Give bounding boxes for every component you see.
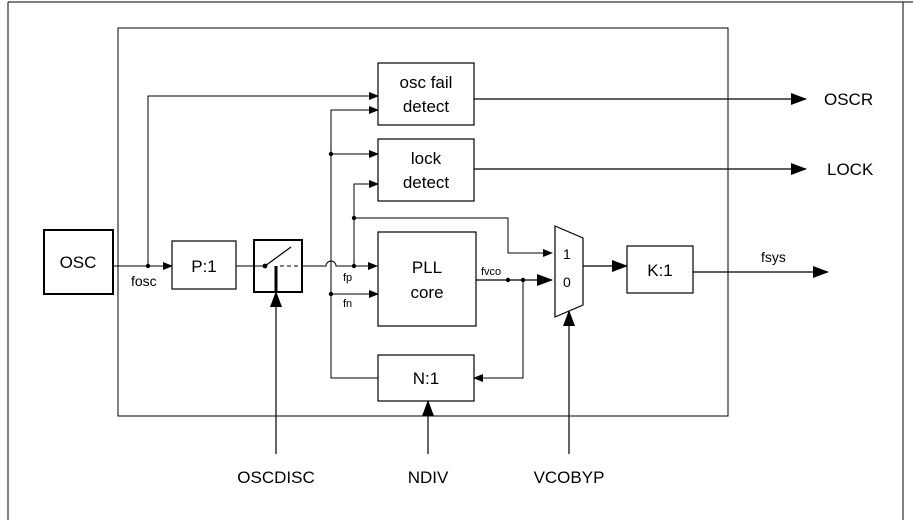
osc-fail-detect-block (377, 62, 475, 126)
ndiv-control-label: NDIV (408, 468, 449, 487)
osc-block (43, 229, 114, 295)
fp-label: fp (343, 272, 352, 284)
fosc-label: fosc (131, 273, 157, 289)
lock-detect-block (377, 138, 475, 202)
clock-module-box (117, 27, 729, 417)
ndiv-block (377, 354, 475, 402)
oscdisc-label: OSCDISC (237, 468, 314, 487)
mux-input-1-label: 1 (563, 246, 571, 262)
osc-label: OSC (60, 253, 97, 272)
osc-fail-detect-label-1: osc fail (400, 73, 453, 92)
prediv-block (171, 240, 237, 290)
kdiv-block-label: K:1 (647, 261, 673, 280)
oscr-output-label: OSCR (824, 90, 873, 109)
pll-core-label-1: PLL (412, 258, 442, 277)
vcobyp-mux (554, 225, 584, 318)
fn-label: fn (343, 298, 352, 310)
osc-fail-detect-label-2: detect (403, 97, 450, 116)
fvco-junction-a (505, 277, 511, 283)
prediv-label: P:1 (191, 257, 217, 276)
ndiv-block-label: N:1 (413, 369, 439, 388)
lock-detect-label-2: detect (403, 173, 450, 192)
lock-output-label: LOCK (827, 160, 874, 179)
vcobyp-control-label: VCOBYP (534, 468, 605, 487)
lock-detect-label-1: lock (411, 149, 442, 168)
pll-core-block (377, 231, 477, 327)
fsys-label: fsys (761, 249, 786, 265)
kdiv-block (626, 245, 694, 294)
oscdisc-switch (253, 239, 303, 293)
pll-core-label-2: core (410, 283, 443, 302)
mux-input-0-label: 0 (563, 274, 571, 290)
fvco-label: fvco (481, 266, 501, 278)
